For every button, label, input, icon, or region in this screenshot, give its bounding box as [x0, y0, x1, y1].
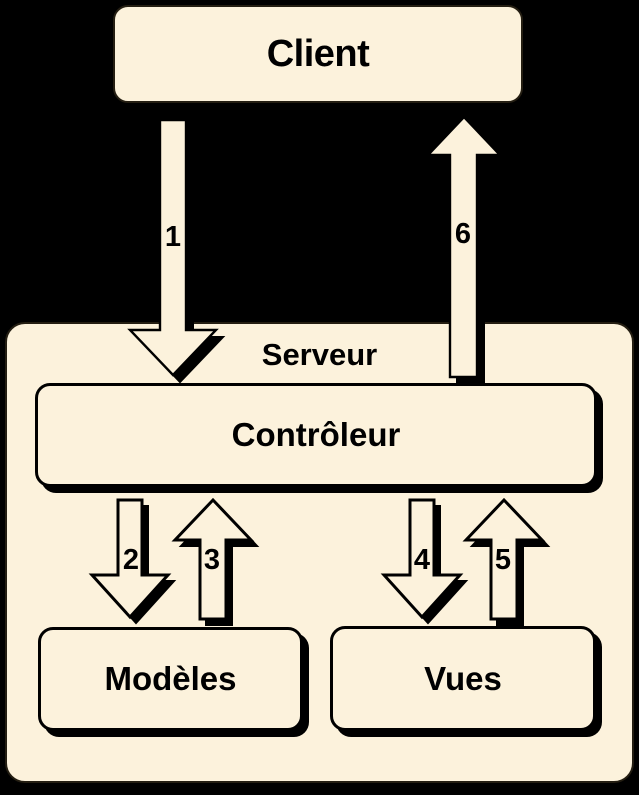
arrow-1-label: 1: [165, 221, 181, 253]
client-label: Client: [266, 32, 370, 75]
modeles-box: Modèles: [38, 627, 303, 731]
vues-label: Vues: [424, 659, 502, 697]
serveur-label: Serveur: [261, 337, 378, 372]
vues-box: Vues: [330, 626, 596, 731]
controleur-label: Contrôleur: [231, 416, 401, 453]
modeles-label: Modèles: [104, 660, 237, 697]
client-box: Client: [113, 5, 523, 103]
controleur-box: Contrôleur: [35, 383, 597, 487]
arrow-6-label: 6: [455, 218, 471, 250]
